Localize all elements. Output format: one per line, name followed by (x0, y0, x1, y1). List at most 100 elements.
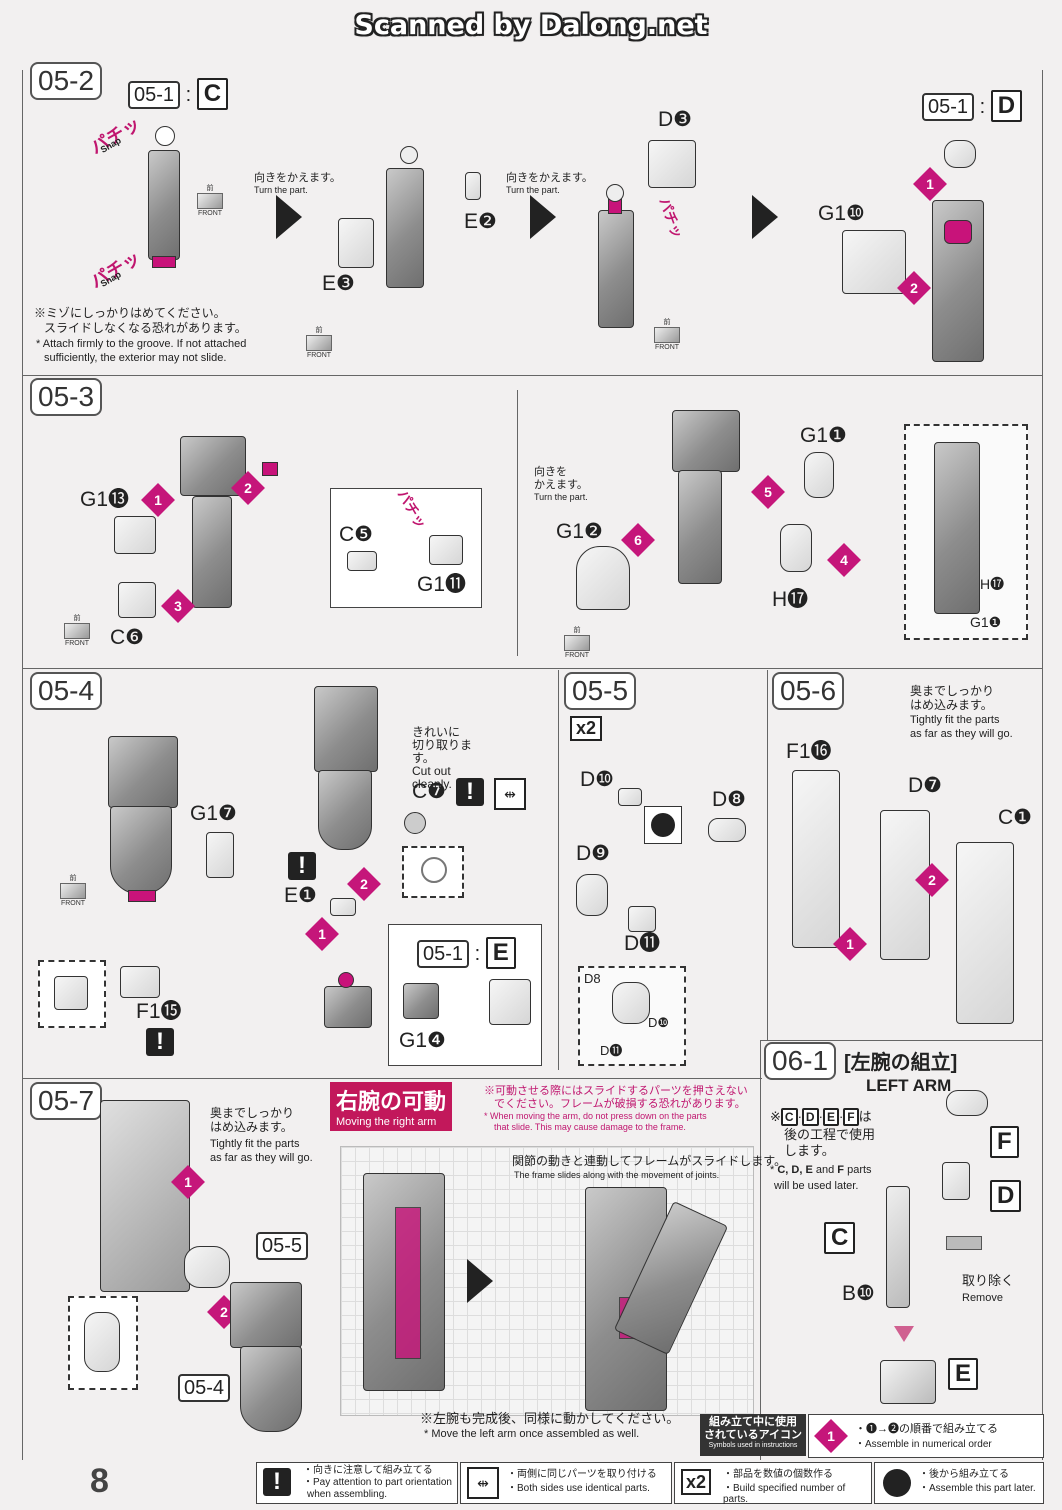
g14-part (403, 983, 439, 1019)
legend-orientation: ! ・向きに注意して組み立てる ・Pay attention to part o… (256, 1462, 458, 1504)
arm-assembly-2 (598, 210, 634, 328)
used-later-en-and: and (815, 1164, 835, 1176)
ref-05-1-d: 05-1 : D (922, 90, 1023, 122)
order-05-7-1: 1 (171, 1165, 205, 1199)
legend-behind-icon (883, 1469, 911, 1497)
joint-detail (84, 1312, 120, 1372)
front-en-6: FRONT (60, 900, 86, 907)
hand-e-part (489, 979, 531, 1025)
part-g10-label: G1❿ (818, 202, 865, 225)
d-part (942, 1162, 970, 1200)
legend-jp-1: 組み立て中に使用 (709, 1416, 797, 1428)
arm-frame-part (148, 150, 180, 260)
fit7-jp-1: 奥までしっかり (210, 1106, 295, 1120)
used-later-en-2: will be used later. (774, 1180, 859, 1192)
part-f16-label: F1⓰ (786, 740, 832, 763)
order-05-3-1: 1 (141, 483, 175, 517)
order-05-4-2: 2 (347, 867, 381, 901)
part-d7-label: D❼ (908, 774, 942, 797)
frame-slide-jp: 関節の動きと連動してフレームがスライドします。 (512, 1154, 787, 1168)
h17-part (780, 524, 812, 572)
scan-watermark: Scanned by Dalong.net (354, 10, 708, 41)
letter-e: E (822, 1108, 839, 1126)
snap-label-top: パチッ (87, 113, 144, 159)
front-indicator-1: 前 FRONT (193, 184, 227, 218)
ref-letter-c: C (196, 78, 229, 110)
removed-part (946, 1236, 982, 1250)
snap-label-right: パチッ (656, 195, 686, 241)
fit7-jp-2: はめ込みます。 (210, 1120, 293, 1134)
ref-05-5: 05-5 (256, 1232, 309, 1260)
right-arm-warn: ※可動させる際にはスライドするパーツを押さえない でください。フレームが破損する… (484, 1085, 748, 1133)
note-jp-2: スライドしなくなる恐れがあります。 (44, 321, 247, 335)
step-label-05-3: 05-3 (30, 378, 103, 416)
front-arrow-icon-2 (306, 335, 332, 351)
d8-part (708, 818, 746, 842)
part-d10-label: D❿ (580, 768, 614, 791)
front-arrow-icon-4 (64, 623, 90, 639)
legend-warn-icon: ! (263, 1468, 291, 1496)
warn-e1-icon: ! (288, 852, 316, 880)
order-05-3-3: 3 (161, 589, 195, 623)
fit7-en-2: as far as they will go. (210, 1152, 313, 1164)
legend-numerical-jp: ・❶→❷の順番で組み立てる (855, 1423, 998, 1435)
turn3-jp-1: 向きを (534, 466, 567, 478)
fit-jp-1: 奥までしっかり (910, 684, 995, 698)
divider-05-3 (517, 390, 518, 656)
legend-orient-jp: ・向きに注意して組み立てる (303, 1465, 433, 1476)
next-arrow-1-icon (276, 195, 302, 239)
warn-en-2: that slide. This may cause damage to the… (494, 1122, 686, 1132)
small-g1-label: G1❶ (970, 614, 1002, 630)
d9-part (576, 874, 608, 916)
snap-05-3: パチッ (394, 486, 430, 532)
peg-highlight (152, 256, 176, 268)
c1-frame-part (956, 842, 1014, 1024)
legend-orient-en-2: when assembling. (307, 1489, 388, 1500)
fit-jp-2: はめ込みます。 (910, 698, 993, 712)
part-d8-label: D❽ (712, 788, 746, 811)
part-e2-label: E❷ (464, 210, 497, 233)
part-g13-label: G1⓭ (80, 488, 130, 511)
fit-en-2: as far as they will go. (910, 728, 1013, 740)
ref-05-1-c: 05-1 : C (128, 78, 229, 110)
arm-frame-05-3 (192, 496, 232, 608)
used-later-jp-1: は (858, 1109, 872, 1124)
g13-part (114, 516, 156, 554)
used-later-jp-3: します。 (784, 1143, 835, 1158)
behind-icon-box (644, 806, 682, 844)
en-letters: C, D, E (777, 1164, 813, 1176)
frame-slide-en: The frame slides along with the movement… (514, 1170, 720, 1180)
cut-note: きれいに 切り取ります。 Cut out cleanly. (412, 726, 492, 791)
part-g17-label: G1❼ (190, 802, 237, 825)
f-part (946, 1090, 988, 1116)
step-label-05-5: 05-5 (564, 672, 637, 710)
step-label-05-4: 05-4 (30, 672, 103, 710)
turn-part-2: 向きをかえます。 Turn the part. (506, 172, 606, 196)
box-f: F (990, 1126, 1019, 1158)
right-arm-title: 右腕の可動 Moving the right arm (330, 1082, 453, 1131)
turn-jp: 向きをかえます。 (254, 172, 341, 184)
inset-05-7-joint (68, 1296, 138, 1390)
order-05-3-6: 6 (621, 523, 655, 557)
turn-jp-2: 向きをかえます。 (506, 172, 593, 184)
arm-assembly-part (386, 168, 424, 288)
front-en: FRONT (197, 210, 223, 217)
legend-behind-jp: ・後から組み立てる (919, 1469, 1009, 1480)
e-hand-part (880, 1360, 936, 1404)
divider-row3 (22, 1078, 762, 1079)
legend-jp-2: されているアイコン (703, 1429, 803, 1441)
cover-05-7 (100, 1100, 190, 1292)
turn3-jp-2: かえます。 (534, 479, 588, 491)
turn-part-1: 向きをかえます。 Turn the part. (254, 172, 344, 196)
g11-part (429, 535, 463, 565)
arm-block-05-7 (230, 1282, 302, 1348)
front-indicator-5: 前 FRONT (560, 626, 594, 660)
warn-c7-icon: ! (456, 778, 484, 806)
order-badge-1: 1 (913, 167, 947, 201)
legend-numerical: 1 ・❶→❷の順番で組み立てる ・Assemble in numerical o… (808, 1414, 1044, 1458)
divider-row2 (22, 668, 1042, 669)
part-c7-label: C❼ (412, 780, 446, 803)
turn-en-2: Turn the part. (506, 185, 560, 195)
part-g12-label: G1❷ (556, 520, 603, 543)
part-g14-label: G1❹ (399, 1029, 446, 1052)
